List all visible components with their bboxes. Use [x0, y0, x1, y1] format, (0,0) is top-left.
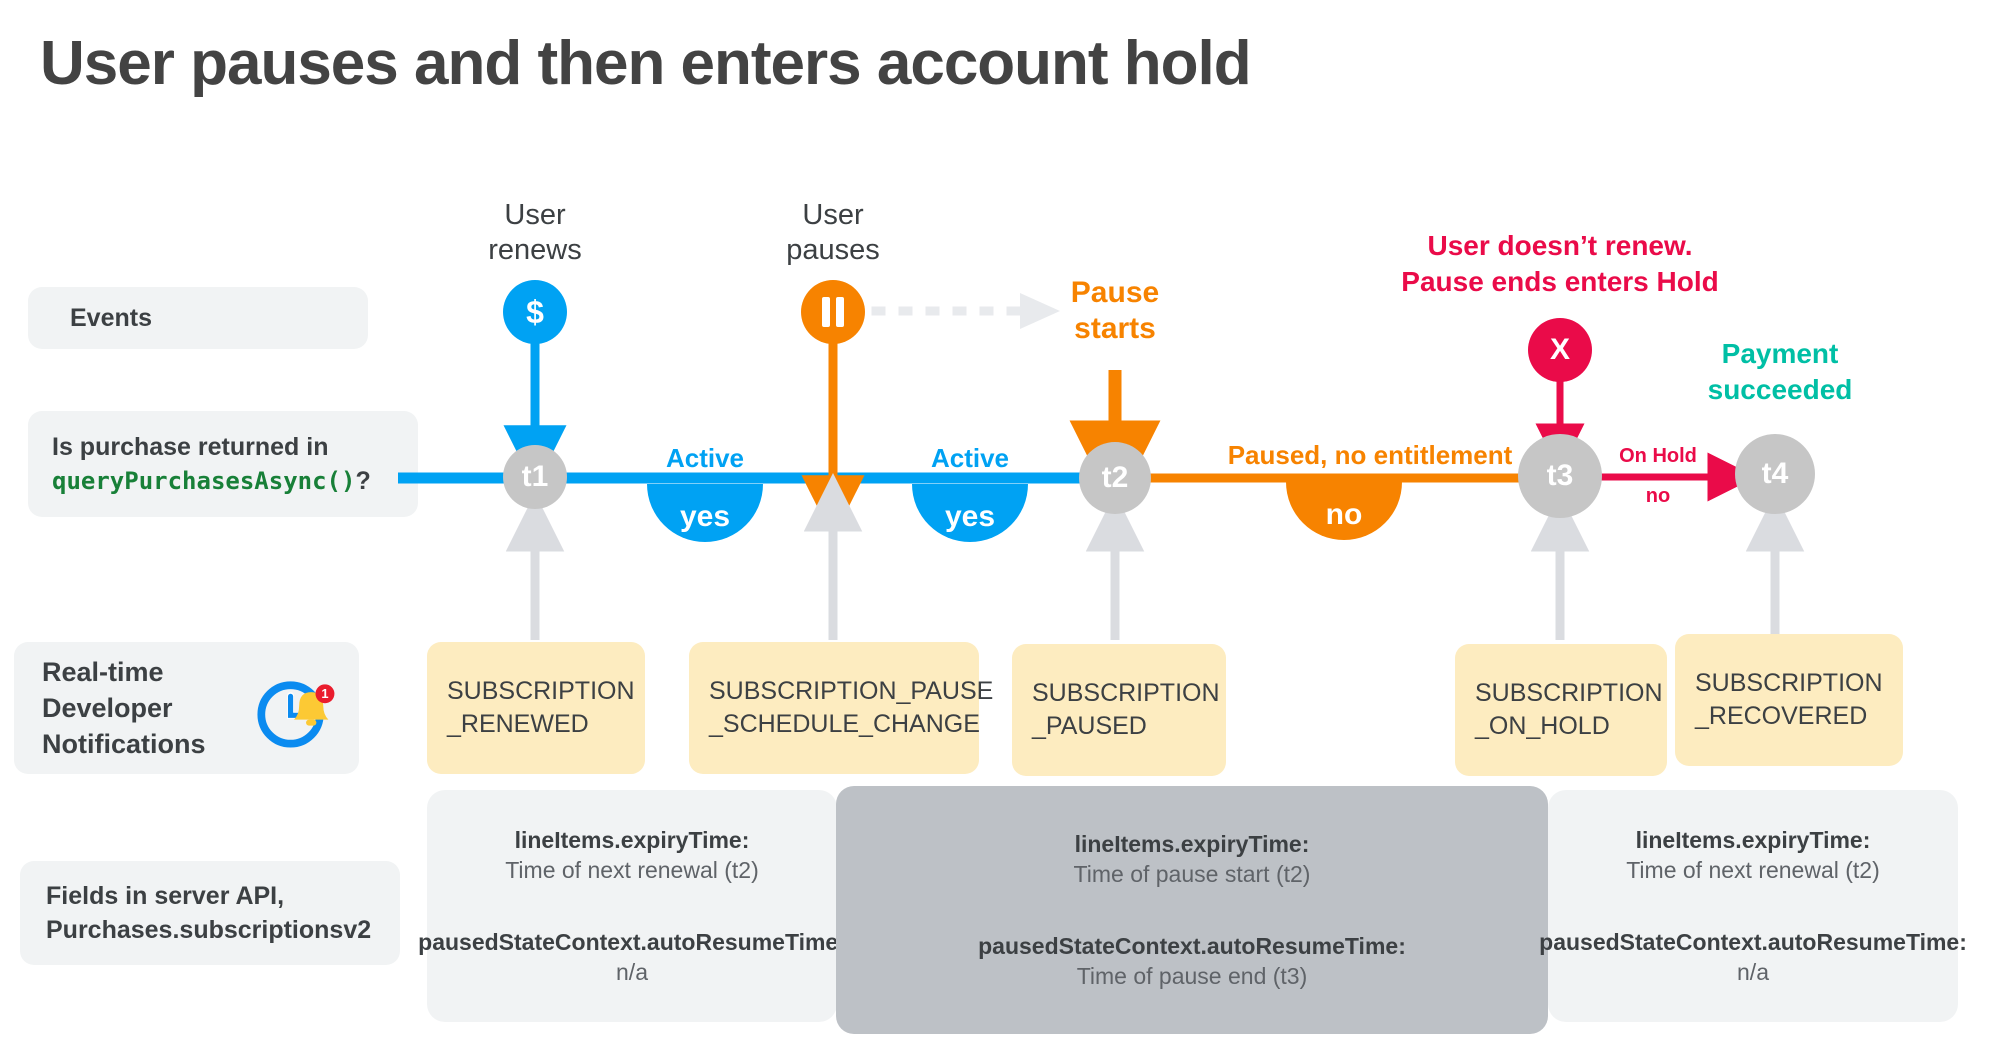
segment-label-on-hold: On Hold [1619, 445, 1697, 467]
notification-card-renewed[interactable]: SUBSCRIPTION _RENEWED [427, 642, 645, 774]
notification-card-renewed-line1: SUBSCRIPTION [447, 677, 635, 705]
fields-panel-renewed: lineItems.expiryTime: Time of next renew… [418, 790, 846, 1022]
row-label-rtdn-line1: Real-time [42, 657, 164, 687]
timeline-node-t3-label: t3 [1546, 459, 1574, 492]
event-caption-user-doesnt-renew-line1: User doesn’t renew. [1427, 230, 1693, 261]
segment-bubble-active-1-value: yes [679, 500, 731, 533]
pause-icon-glyph [822, 297, 844, 327]
event-caption-pause-starts-line2: starts [1074, 312, 1156, 345]
timeline-node-t1[interactable]: t1 [503, 445, 567, 509]
fields-panel-renewed-resume-value: n/a [616, 959, 648, 985]
timeline-node-t2[interactable]: t2 [1079, 442, 1151, 514]
row-label-query-purchases: Is purchase returned in queryPurchasesAs… [28, 411, 418, 517]
event-caption-payment-succeeded-line2: succeeded [1707, 374, 1853, 405]
event-caption-user-renews-line1: User [504, 199, 566, 231]
timeline-node-t1-label: t1 [521, 460, 549, 493]
fields-panel-paused-resume-key: pausedStateContext.autoResumeTime: [978, 933, 1406, 959]
x-icon: X [1528, 318, 1592, 382]
row-label-rtdn: Real-time Developer Notifications 1 [14, 642, 359, 774]
notification-card-on-hold-line2: _ON_HOLD [1475, 712, 1610, 740]
fields-panel-recovered-resume-key: pausedStateContext.autoResumeTime: [1539, 929, 1967, 955]
svg-text:1: 1 [321, 686, 328, 701]
row-label-rtdn-line3: Notifications [42, 729, 206, 759]
event-caption-payment-succeeded-line1: Payment [1721, 338, 1839, 369]
segment-label-paused: Paused, no entitlement [1227, 440, 1513, 470]
segment-bubble-on-hold-value: no [1645, 485, 1671, 507]
event-caption-user-doesnt-renew: User doesn’t renew. Pause ends enters Ho… [1380, 228, 1740, 300]
row-label-fields-line2: Purchases.subscriptionsv2 [46, 916, 372, 944]
segment-bubble-paused-value: no [1325, 498, 1363, 531]
timeline-node-t4-label: t4 [1761, 457, 1789, 490]
fields-panel-paused-resume-value: Time of pause end (t3) [1076, 963, 1308, 989]
notification-card-renewed-line2: _RENEWED [447, 710, 589, 738]
notification-card-paused-line1: SUBSCRIPTION [1032, 679, 1220, 707]
notification-card-paused[interactable]: SUBSCRIPTION _PAUSED [1012, 644, 1226, 776]
fields-panel-renewed-expiry-value: Time of next renewal (t2) [505, 857, 759, 883]
row-label-events: Events [28, 287, 368, 349]
row-label-query-line1: Is purchase returned in [52, 433, 329, 461]
segment-bubble-active-2-value: yes [944, 500, 996, 533]
row-label-query-suffix: ? [355, 467, 371, 495]
fields-panel-renewed-expiry-key: lineItems.expiryTime: [514, 827, 750, 853]
notification-card-recovered-line1: SUBSCRIPTION [1695, 669, 1883, 697]
fields-panel-paused-expiry-value: Time of pause start (t2) [1073, 861, 1311, 887]
segment-bubble-paused: no [1286, 482, 1402, 540]
page-title: User pauses and then enters account hold [40, 29, 1252, 98]
fields-panel-renewed-resume-key: pausedStateContext.autoResumeTime: [418, 929, 846, 955]
row-label-fields-line1: Fields in server API, [46, 882, 285, 910]
pause-icon [801, 280, 865, 344]
event-caption-pause-starts-line1: Pause [1070, 276, 1160, 309]
event-caption-user-pauses-line1: User [802, 199, 864, 231]
fields-panel-paused-expiry-key: lineItems.expiryTime: [1074, 831, 1310, 857]
row-label-rtdn-line2: Developer [42, 693, 173, 723]
timeline-node-t3[interactable]: t3 [1518, 434, 1602, 518]
row-label-server-fields: Fields in server API, Purchases.subscrip… [20, 861, 400, 965]
dollar-icon-glyph: $ [526, 293, 544, 330]
row-label-events-text: Events [70, 303, 152, 332]
notification-card-pause-schedule-change[interactable]: SUBSCRIPTION_PAUSE _SCHEDULE_CHANGE [689, 642, 993, 774]
timeline-node-t4[interactable]: t4 [1735, 434, 1815, 514]
notification-card-pause-schedule-change-line1: SUBSCRIPTION_PAUSE [709, 677, 994, 705]
event-caption-user-renews: User renews [435, 198, 635, 268]
event-caption-user-renews-line2: renews [488, 234, 582, 266]
segment-label-active-2: Active [930, 443, 1010, 473]
event-caption-payment-succeeded: Payment succeeded [1660, 336, 1900, 408]
fields-panel-recovered-resume-value: n/a [1737, 959, 1769, 985]
segment-label-active-1: Active [665, 443, 745, 473]
fields-panel-recovered: lineItems.expiryTime: Time of next renew… [1539, 790, 1967, 1022]
notification-card-on-hold-line1: SUBSCRIPTION [1475, 679, 1663, 707]
notification-card-recovered[interactable]: SUBSCRIPTION _RECOVERED [1675, 634, 1903, 766]
row-label-query-code: queryPurchasesAsync() [52, 467, 356, 495]
fields-panel-paused: lineItems.expiryTime: Time of pause star… [836, 786, 1548, 1034]
notification-card-recovered-line2: _RECOVERED [1695, 702, 1868, 730]
clock-bell-notification-icon: 1 [257, 681, 335, 748]
timeline-node-t2-label: t2 [1101, 461, 1129, 494]
fields-panel-recovered-expiry-value: Time of next renewal (t2) [1626, 857, 1880, 883]
notification-card-paused-line2: _PAUSED [1032, 712, 1147, 740]
event-caption-user-doesnt-renew-line2: Pause ends enters Hold [1401, 266, 1719, 297]
fields-panel-recovered-expiry-key: lineItems.expiryTime: [1635, 827, 1871, 853]
dollar-icon: $ [503, 280, 567, 344]
event-caption-user-pauses-line2: pauses [786, 234, 880, 266]
segment-bubble-active-1: yes [647, 484, 763, 542]
event-caption-pause-starts: Pause starts [1015, 275, 1215, 347]
event-caption-user-pauses: User pauses [733, 198, 933, 268]
notification-card-on-hold[interactable]: SUBSCRIPTION _ON_HOLD [1455, 644, 1667, 776]
notification-card-pause-schedule-change-line2: _SCHEDULE_CHANGE [709, 710, 980, 738]
x-icon-glyph: X [1549, 333, 1570, 366]
segment-bubble-active-2: yes [912, 484, 1028, 542]
